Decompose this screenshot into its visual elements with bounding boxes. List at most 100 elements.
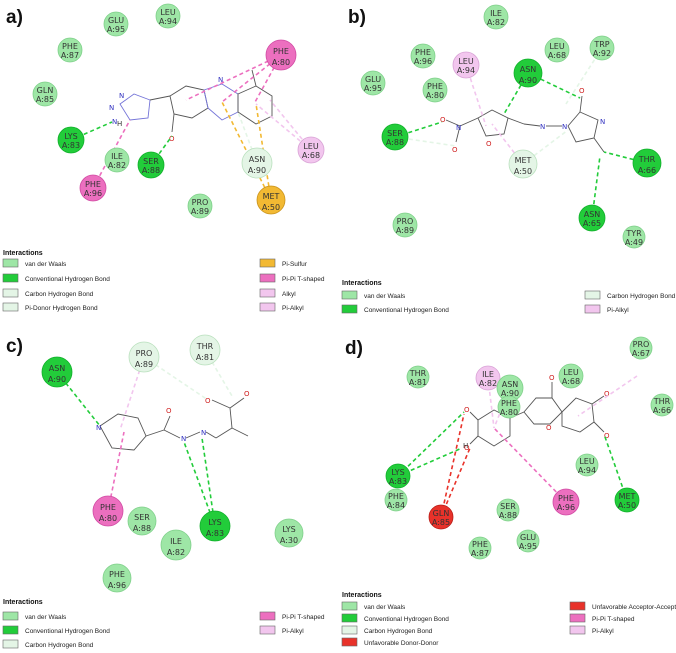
panel-d-label: d) (345, 338, 363, 359)
atom-c-n2: N (181, 435, 186, 443)
residue-name: LEU (458, 57, 474, 66)
legend-swatch (259, 273, 276, 283)
residue-number: A:68 (302, 151, 320, 160)
residue-number: A:80 (426, 91, 444, 100)
residue-disc (189, 334, 221, 366)
residue-disc (384, 488, 408, 512)
residue-disc (575, 453, 599, 477)
residue-disc (622, 225, 646, 249)
residue-disc (614, 487, 640, 513)
legend-swatch (2, 258, 19, 268)
panel-a-interactions (70, 54, 312, 201)
residue-number: A:50 (514, 167, 532, 176)
residue-disc (497, 395, 521, 419)
residue-disc (103, 11, 129, 37)
legend-label: Pi-Alkyl (607, 307, 629, 314)
legend-label: van der Waals (364, 604, 406, 611)
legend-label: Pi-Donor Hydrogen Bond (25, 305, 98, 312)
residue-number: A:88 (133, 524, 151, 533)
atom-b-o2: O (452, 146, 458, 154)
residue-name: TYR (625, 229, 642, 238)
panel-c-label: c) (6, 336, 23, 357)
residue-number: A:83 (62, 141, 80, 150)
legend-item-a: Conventional Hydrogen Bond (2, 273, 110, 283)
residue-name: TRP (593, 40, 609, 49)
legend-swatch (259, 288, 276, 298)
residue-disc (360, 70, 386, 96)
residue-number: A:96 (84, 189, 102, 198)
residue-disc (475, 365, 501, 391)
residue-name: ILE (482, 370, 494, 379)
residue-disc (32, 81, 58, 107)
residue-name: PRO (633, 340, 650, 349)
residue-name: ASN (502, 380, 519, 389)
legend-swatch (2, 611, 19, 621)
legend-swatch (2, 273, 19, 283)
residue-name: GLN (433, 509, 450, 518)
residue-name: PHE (109, 570, 125, 579)
residue-name: LEU (549, 42, 565, 51)
residue-number: A:80 (272, 58, 290, 67)
residue-name: PHE (100, 503, 116, 512)
legend-label: Pi-Alkyl (282, 628, 304, 635)
residue-number: A:89 (396, 226, 414, 235)
residue-name: THR (196, 342, 214, 351)
residue-number: A:50 (618, 501, 636, 510)
legend-label: Pi-Alkyl (592, 628, 614, 635)
residue-disc (558, 363, 584, 389)
atom-b-n1: N (456, 124, 461, 132)
residue-disc (57, 126, 85, 154)
atom-d-o5: O (464, 444, 470, 452)
residue-name: MET (515, 156, 532, 165)
residue-disc (632, 148, 662, 178)
legend-item-a: Alkyl (259, 288, 296, 298)
legend-label: Conventional Hydrogen Bond (25, 276, 110, 283)
legend-item-d: Unfavorable Donor-Donor (341, 637, 439, 647)
legend-swatch (2, 625, 19, 635)
residue-number: A:66 (638, 166, 656, 175)
legend-swatch (341, 637, 358, 647)
residue-number: A:82 (479, 379, 497, 388)
residue-name: LEU (303, 142, 319, 151)
residue-disc (199, 510, 231, 542)
residue-disc (513, 58, 543, 88)
residue-disc (137, 151, 165, 179)
residue-name: GLU (108, 16, 124, 25)
residue-name: GLU (520, 533, 536, 542)
residue-disc (128, 341, 160, 373)
legend-label: Conventional Hydrogen Bond (364, 616, 449, 623)
residue-number: A:88 (386, 138, 404, 147)
residue-number: A:67 (632, 349, 650, 358)
residue-number: A:68 (548, 51, 566, 60)
residue-number: A:85 (432, 518, 450, 527)
atom-d-o6: O (546, 424, 552, 432)
legend-label: Unfavorable Acceptor-Acceptor (592, 604, 676, 611)
residue-name: SER (500, 502, 516, 511)
legend-swatch (341, 601, 358, 611)
residue-disc (155, 3, 181, 29)
atom-d-o1: O (549, 374, 555, 382)
residue-disc (552, 488, 580, 516)
residue-number: A:88 (499, 511, 517, 520)
legend-label: van der Waals (25, 614, 67, 621)
residue-number: A:90 (48, 375, 66, 384)
legend-swatch (2, 302, 19, 312)
panel-b-label: b) (348, 7, 366, 28)
residue-number: A:81 (409, 378, 427, 387)
